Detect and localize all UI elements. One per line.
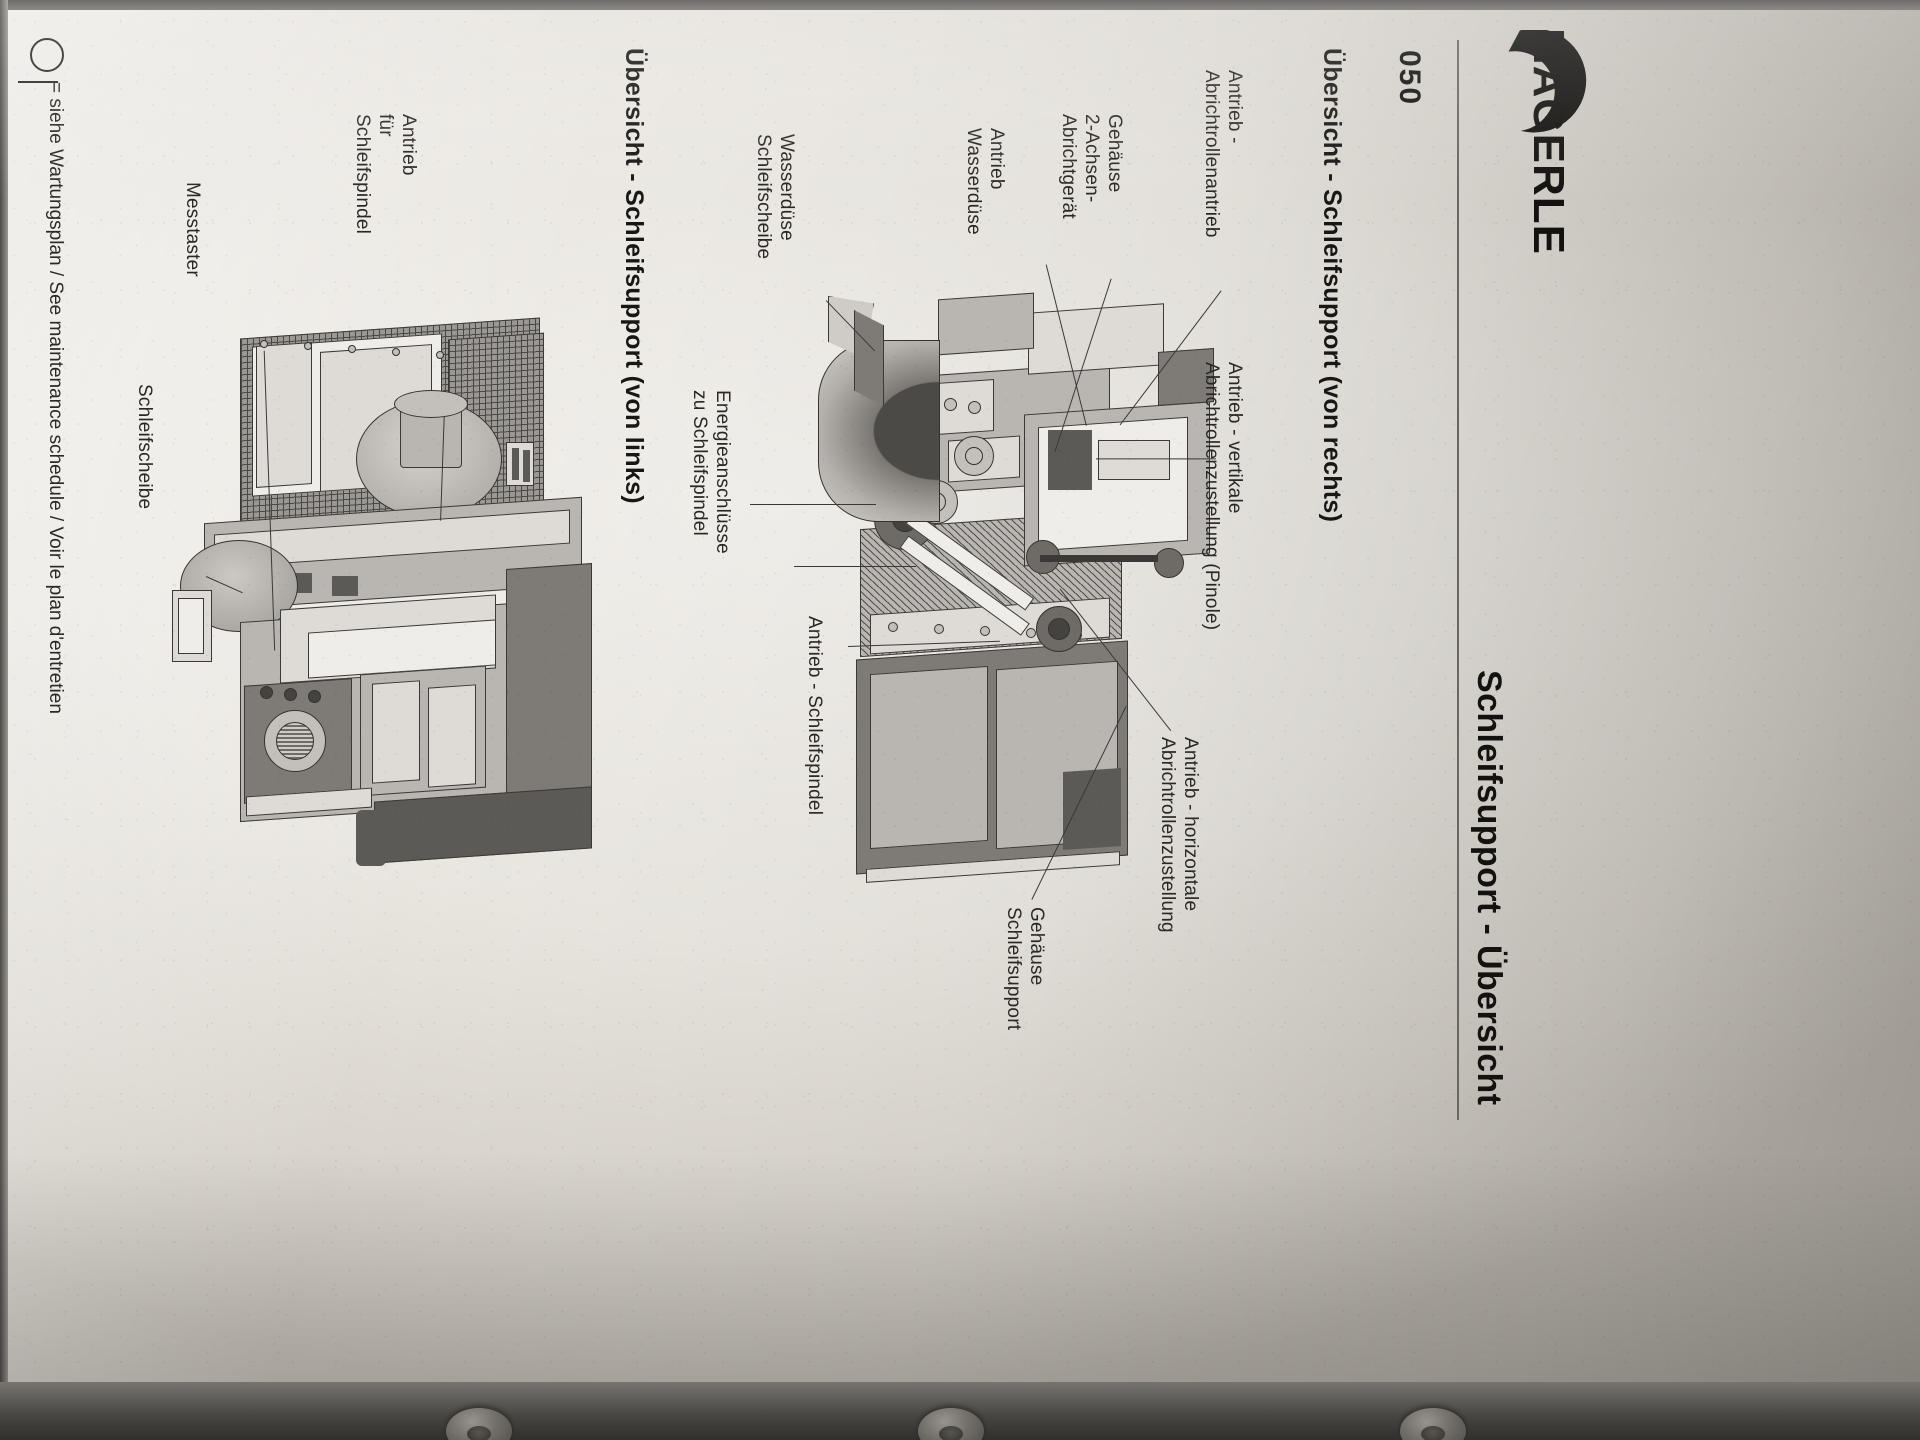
binder-roller-right: [1400, 1408, 1466, 1440]
label-text: Schleifscheibe: [134, 384, 155, 510]
label-messtaster: Messtaster: [181, 182, 204, 277]
label-text: Antrieb -Abrichtrollenantrieb: [1200, 70, 1245, 238]
desk-surface-top: [0, 0, 1920, 10]
section-heading-left-view: Übersicht - Schleifsupport (von links): [620, 48, 648, 504]
maintenance-symbol-stem: [18, 81, 58, 84]
leader-line-energieanschluesse: [750, 504, 876, 506]
binder-roller-center: [918, 1408, 984, 1440]
maintenance-circle-symbol: [18, 38, 64, 84]
label-antrieb-schleifspindel: Antrieb - Schleifspindel: [803, 616, 826, 815]
manual-page-sheet: = siehe Wartungsplan / See maintenance s…: [8, 10, 1912, 1382]
maintenance-footnote: = siehe Wartungsplan / See maintenance s…: [45, 82, 66, 714]
binder-roller-left: [446, 1408, 512, 1440]
label-schleifscheibe: Schleifscheibe: [133, 384, 156, 509]
page-title: Schleifsupport - Übersicht: [1470, 670, 1508, 1106]
label-antrieb-abrichtrollenantrieb: Antrieb -Abrichtrollenantrieb: [1200, 70, 1246, 370]
brand-wordmark: MÄGERLE: [1524, 28, 1573, 255]
magerle-crescent-logo: [1478, 28, 1598, 150]
label-text: Messtaster: [182, 182, 203, 277]
page-number: 050: [1393, 50, 1426, 107]
leader-line-zu-schleifspindel: [794, 566, 916, 568]
section-heading-right-view: Übersicht - Schleifsupport (von rechts): [1318, 48, 1346, 523]
leader-line-vertikale-pinole: [1096, 458, 1216, 460]
header-divider-rule: [1457, 40, 1459, 1120]
desk-surface-left: [0, 0, 8, 1440]
label-text: Antrieb - Schleifspindel: [804, 616, 825, 816]
